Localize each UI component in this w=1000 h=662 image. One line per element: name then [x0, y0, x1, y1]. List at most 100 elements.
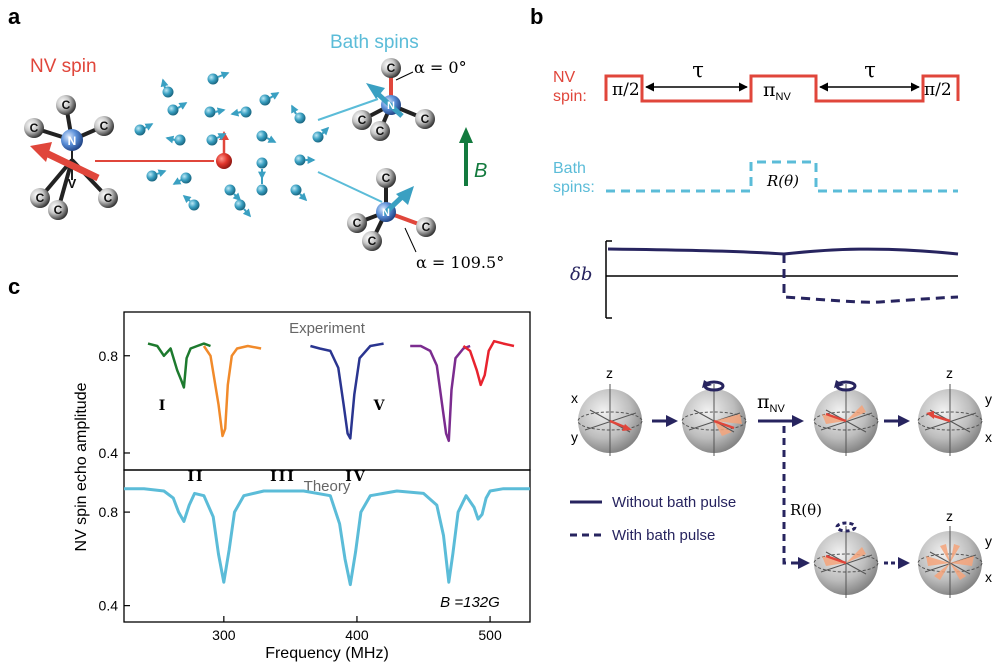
pi-half-pulse-2: π/2 [924, 80, 952, 100]
field-label: B [474, 160, 487, 182]
axis-x-label: x [571, 390, 578, 406]
y-tick-label: 0.8 [99, 348, 119, 364]
bath-spin-molecule-alpha-109: N C C C C α = 109.5° [347, 168, 504, 272]
axis-z-label: z [606, 365, 613, 381]
x-tick-label: 400 [345, 627, 369, 643]
carbon-atom [48, 200, 68, 220]
alpha-top-label: α = 0° [414, 58, 467, 77]
nitrogen-label: N [382, 207, 390, 219]
y-tick-label: 0.4 [99, 445, 119, 461]
sequence-arrow [666, 415, 678, 427]
bath-sequence-label-1: Bath [553, 160, 586, 177]
carbon-atom [98, 188, 118, 208]
bloch-sphere-4: z y x [917, 365, 992, 456]
carbon-label: C [100, 119, 109, 133]
series-line-II [202, 344, 262, 438]
central-electron-spin [216, 153, 232, 169]
tau-label-2: τ [864, 58, 876, 82]
pi-nv-pulse: πNV [763, 79, 791, 103]
carbon-label: C [387, 61, 396, 75]
axis-x-label: x [985, 429, 992, 445]
carbon-label: C [382, 171, 391, 185]
bath-sequence-label-2: spins: [553, 179, 595, 196]
bloch-sphere-2 [681, 380, 747, 456]
series-line-V [462, 339, 515, 387]
carbon-label: C [54, 203, 63, 217]
nitrogen-atom [61, 129, 83, 151]
panel-letter-c: c [8, 274, 20, 299]
series-line-I [147, 342, 211, 389]
bath-coupling-line-top [317, 98, 379, 121]
delta-b-with-pulse [782, 254, 959, 304]
carbon-label: C [62, 98, 71, 112]
nv-spin-title: NV spin [30, 56, 97, 77]
bath-spin-molecule-alpha-0: N C C C C α = 0° [352, 58, 467, 141]
bloch-sphere-1: z x y [571, 365, 643, 456]
nitrogen-label: N [387, 100, 395, 112]
alpha-bottom-label: α = 109.5° [416, 253, 504, 272]
x-axis-label: Frequency (MHz) [265, 645, 389, 662]
panel-letter-b: b [530, 4, 543, 29]
peak-label: III [270, 469, 296, 485]
peak-label: I [159, 398, 168, 414]
carbon-label: C [422, 220, 431, 234]
axis-z-label: z [946, 365, 953, 381]
carbon-label: C [36, 191, 45, 205]
bath-spin-cloud [134, 71, 330, 218]
y-axis-label: NV spin echo amplitude [73, 382, 90, 551]
bloch-sphere-5 [813, 521, 879, 598]
bath-spins-title: Bath spins [330, 32, 419, 53]
bloch-sphere-3 [813, 380, 879, 456]
carbon-label: C [353, 216, 362, 230]
legend-without-label: Without bath pulse [612, 494, 736, 511]
carbon-label: C [368, 234, 377, 248]
subplot-title: Experiment [289, 320, 366, 337]
axis-x-label: x [985, 569, 992, 585]
carbon-atom [24, 118, 44, 138]
carbon-label: C [421, 112, 430, 126]
bath-rotation-label: R(θ) [766, 172, 799, 190]
series-line-IV [410, 344, 471, 443]
x-tick-label: 300 [212, 627, 236, 643]
delta-b-without-pulse [607, 247, 959, 256]
peak-label: V [373, 398, 387, 414]
y-tick-label: 0.8 [99, 504, 119, 520]
delta-b-label: δb [570, 264, 592, 285]
field-arrowhead [459, 127, 473, 143]
carbon-atom [30, 188, 50, 208]
series-line-III [310, 342, 384, 440]
carbon-label: C [104, 191, 113, 205]
nv-spin-arrow [42, 148, 100, 182]
y-tick-label: 0.4 [99, 598, 119, 614]
axis-y-label: y [985, 391, 992, 407]
axis-y-label: y [985, 533, 992, 549]
axis-y-label: y [571, 429, 578, 445]
nitrogen-label: N [68, 134, 77, 148]
panel-letter-a: a [8, 4, 21, 29]
pi-nv-step-label: πNV [757, 391, 785, 415]
bath-coupling-line-bottom [317, 171, 383, 203]
subplot-frame [123, 469, 531, 623]
nv-sequence-label-1: NV [553, 69, 576, 86]
peak-label: II [187, 469, 204, 485]
vacancy-label: V [68, 176, 77, 191]
legend-with-label: With bath pulse [612, 527, 715, 544]
nv-pulse-train [604, 74, 960, 103]
peak-label: IV [345, 469, 366, 485]
x-tick-label: 500 [478, 627, 502, 643]
tau-label-1: τ [692, 58, 704, 82]
with-pulse-path [782, 426, 800, 565]
bloch-sphere-6: z y x [917, 508, 992, 598]
carbon-atom [94, 116, 114, 136]
subplot-title: Theory [304, 478, 351, 495]
nv-sequence-label-2: spin: [553, 88, 587, 105]
panel-a: a NV spin Bath spins N V C C C C [8, 4, 504, 272]
nv-spin-arrowhead [30, 142, 52, 162]
rotation-step-label: R(θ) [790, 501, 822, 519]
carbon-atom [56, 95, 76, 115]
bath-pulse-train [606, 160, 958, 193]
carbon-label: C [376, 124, 385, 138]
panel-b: b NV spin: π/2 π/2 πNV τ τ Bath spins: R… [530, 4, 992, 598]
